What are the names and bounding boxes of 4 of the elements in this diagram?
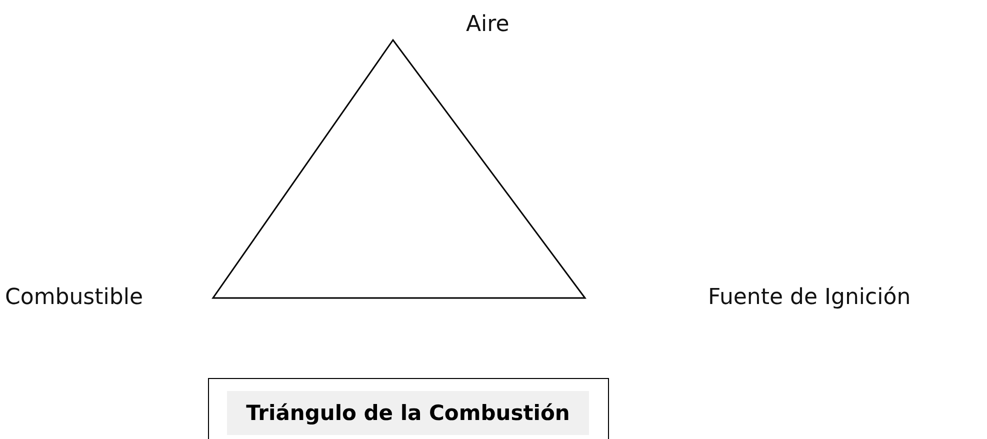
vertex-label: Aire	[466, 12, 510, 38]
vertex-label: Fuente de Ignición	[708, 285, 911, 311]
vertex-label: Combustible	[5, 285, 143, 311]
caption-box: Triángulo de la Combustión	[227, 391, 589, 435]
